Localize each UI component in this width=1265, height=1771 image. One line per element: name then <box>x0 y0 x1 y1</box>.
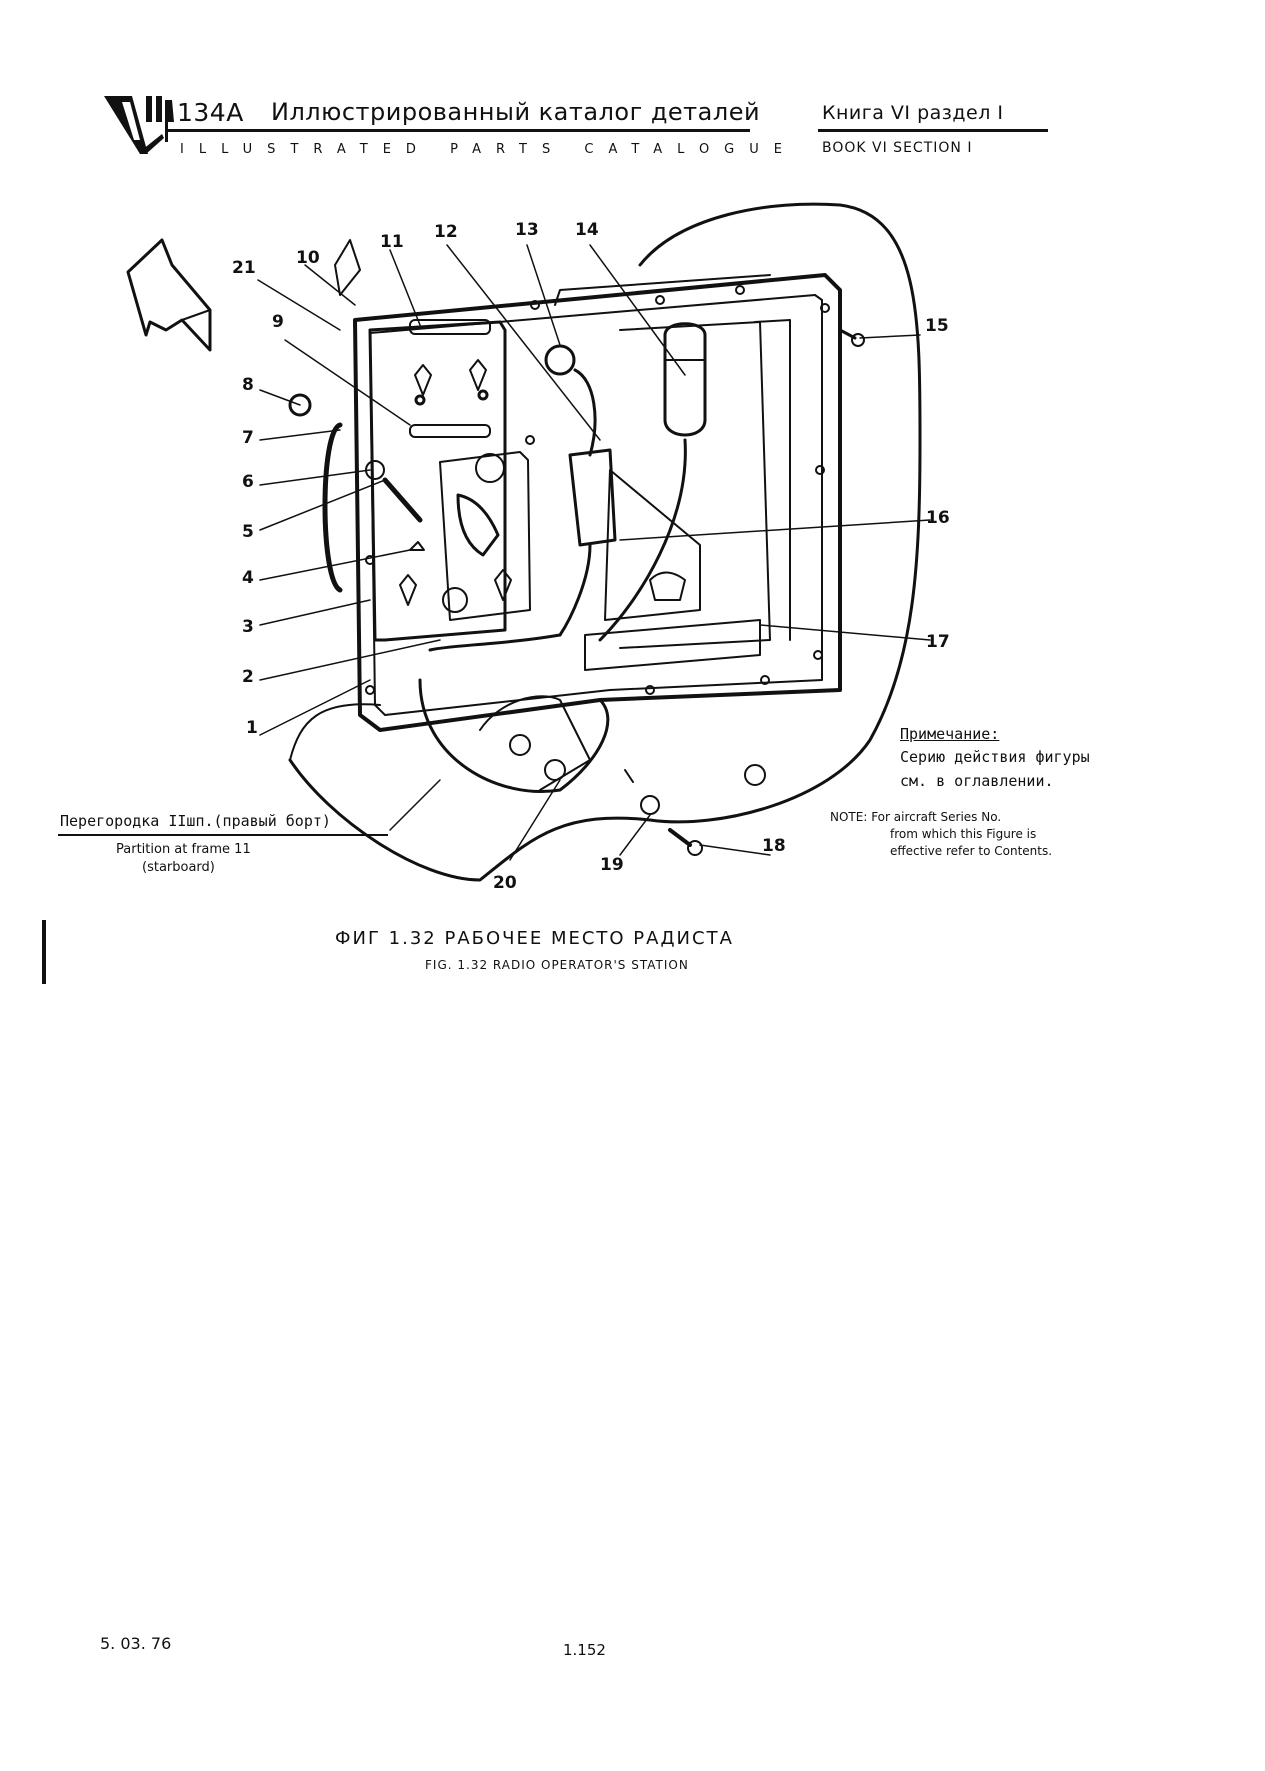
callout-17: 17 <box>926 632 950 652</box>
logo-icon <box>104 96 174 154</box>
partition-label-en-2: (starboard) <box>142 860 215 875</box>
callout-4: 4 <box>242 568 254 588</box>
header-rule-left <box>165 129 750 132</box>
note-line-ru-1: Серию действия фигуры <box>900 748 1090 766</box>
callout-12: 12 <box>434 222 458 242</box>
partition-label-ru: Перегородка IIшп.(правый борт) <box>60 812 331 830</box>
footer-date: 5. 03. 76 <box>100 1634 172 1653</box>
callout-21: 21 <box>232 258 256 278</box>
callout-18: 18 <box>762 836 786 856</box>
callout-19: 19 <box>600 855 624 875</box>
callout-20: 20 <box>493 873 517 893</box>
callout-2: 2 <box>242 667 254 687</box>
book-section-ru: Книга VI раздел I <box>822 102 1004 124</box>
callout-13: 13 <box>515 220 539 240</box>
callout-14: 14 <box>575 220 599 240</box>
catalogue-title-ru: Иллюстрированный каталог деталей <box>271 98 761 126</box>
margin-marker <box>42 920 46 984</box>
callout-10: 10 <box>296 248 320 268</box>
callout-6: 6 <box>242 472 254 492</box>
callout-15: 15 <box>925 316 949 336</box>
header-left-vertical <box>165 100 168 142</box>
radio-station-drawing <box>126 202 931 882</box>
callout-5: 5 <box>242 522 254 542</box>
callout-8: 8 <box>242 375 254 395</box>
callout-3: 3 <box>242 617 254 637</box>
model-number: 134A <box>177 98 244 127</box>
callout-9: 9 <box>272 312 284 332</box>
figure-caption-ru: ФИГ 1.32 РАБОЧЕЕ МЕСТО РАДИСТА <box>335 928 734 949</box>
figure-caption-en: FIG. 1.32 RADIO OPERATOR'S STATION <box>425 958 689 972</box>
book-section-en: BOOK VI SECTION I <box>822 140 973 156</box>
forward-arrow-icon <box>126 238 212 352</box>
note-line-en-3: effective refer to Contents. <box>890 844 1053 858</box>
partition-label-en-1: Partition at frame 11 <box>116 842 251 857</box>
header-rule-right <box>818 129 1048 132</box>
note-line-ru-2: см. в оглавлении. <box>900 772 1054 790</box>
note-line-en-2: from which this Figure is <box>890 827 1037 841</box>
callout-11: 11 <box>380 232 404 252</box>
note-title-ru: Примечание: <box>900 725 1000 743</box>
partition-underline <box>58 834 388 836</box>
catalogue-title-en: ILLUSTRATED PARTS CATALOGUE <box>180 142 797 157</box>
page-number: 1.152 <box>563 1641 606 1659</box>
note-line-en-1: NOTE: For aircraft Series No. <box>830 810 1002 824</box>
callout-16: 16 <box>926 508 950 528</box>
callout-7: 7 <box>242 428 254 448</box>
callout-1: 1 <box>246 718 258 738</box>
